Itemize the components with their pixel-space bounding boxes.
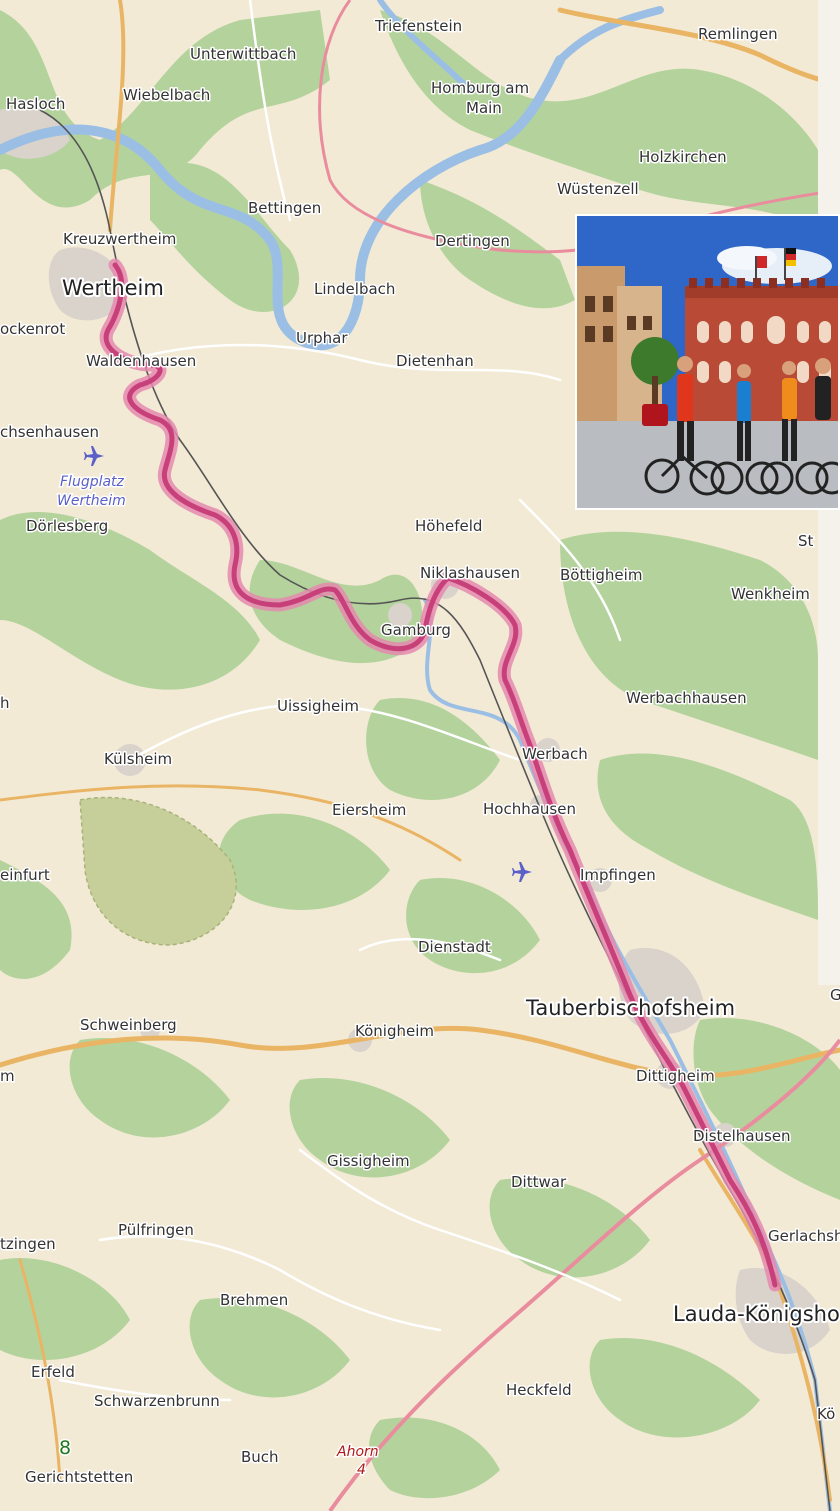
- nature-reserve: [79, 796, 237, 946]
- place-puelfringen: Pülfringen: [118, 1221, 194, 1239]
- place-niklashausen: Niklashausen: [420, 564, 520, 582]
- place-hoehefeld: Höhefeld: [415, 517, 482, 535]
- place-gerichtstetten: Gerichtstetten: [25, 1468, 133, 1486]
- place-homburg-line1: Homburg am: [431, 79, 529, 97]
- place-bettingen: Bettingen: [248, 199, 321, 217]
- place-g-partial: G: [830, 986, 840, 1004]
- place-unterwittbach: Unterwittbach: [190, 45, 296, 63]
- place-urphar: Urphar: [296, 329, 348, 347]
- place-triefenstein: Triefenstein: [374, 17, 462, 35]
- motorway: [328, 1038, 840, 1511]
- place-einfurt: einfurt: [0, 866, 50, 884]
- place-kreuzwertheim: Kreuzwertheim: [63, 230, 176, 248]
- place-remlingen: Remlingen: [698, 25, 778, 43]
- place-labels: Triefenstein Remlingen Unterwittbach Has…: [0, 16, 840, 1488]
- place-wuestenzell: Wüstenzell: [557, 180, 639, 198]
- photo-illustration: [577, 216, 838, 508]
- place-distelhausen: Distelhausen: [693, 1127, 791, 1145]
- place-dittigheim: Dittigheim: [636, 1067, 715, 1085]
- place-tzingen: tzingen: [0, 1235, 56, 1253]
- place-doerlesberg: Dörlesberg: [26, 517, 108, 535]
- route-number: 8: [59, 1437, 71, 1459]
- place-waldenhausen: Waldenhausen: [86, 352, 196, 370]
- place-schweinberg: Schweinberg: [80, 1016, 177, 1034]
- town-wertheim: Wertheim: [62, 276, 164, 300]
- place-ockenrot: ockenrot: [0, 320, 65, 338]
- place-homburg-line2: Main: [466, 99, 502, 117]
- place-gamburg: Gamburg: [381, 621, 451, 639]
- town-tauberbischofsheim: Tauberbischofsheim: [525, 996, 735, 1020]
- place-koe-partial: Kö: [817, 1405, 835, 1423]
- place-st-partial: St: [798, 532, 814, 550]
- place-wenkheim: Wenkheim: [731, 585, 810, 603]
- place-hasloch: Hasloch: [6, 95, 65, 113]
- place-m-partial: m: [0, 1067, 15, 1085]
- town-labels: Wertheim Tauberbischofsheim Lauda-Königs…: [60, 274, 840, 1328]
- place-dienstadt: Dienstadt: [418, 938, 491, 956]
- place-kuelsheim: Külsheim: [104, 750, 172, 768]
- place-h-partial: h: [0, 694, 10, 712]
- place-gerlachsheim: Gerlachsh: [768, 1227, 840, 1245]
- place-werbach: Werbach: [522, 745, 588, 763]
- place-buch: Buch: [241, 1448, 279, 1466]
- photo-cyclists-town-hall: [575, 214, 840, 510]
- place-erfeld: Erfeld: [31, 1363, 75, 1381]
- road-label-line1: Ahorn: [336, 1444, 379, 1460]
- place-lindelbach: Lindelbach: [314, 280, 395, 298]
- place-koenigheim: Königheim: [355, 1022, 434, 1040]
- place-schwarzenbrunn: Schwarzenbrunn: [94, 1392, 220, 1410]
- place-dertingen: Dertingen: [435, 232, 510, 250]
- place-gissigheim: Gissigheim: [327, 1152, 410, 1170]
- place-impfingen: Impfingen: [580, 866, 656, 884]
- place-dietenhan: Dietenhan: [396, 352, 474, 370]
- place-wiebelbach: Wiebelbach: [123, 86, 210, 104]
- airfield-label-line2: Wertheim: [57, 493, 126, 509]
- place-heckfeld: Heckfeld: [506, 1381, 572, 1399]
- place-boettigheim: Böttigheim: [560, 566, 642, 584]
- place-hochhausen: Hochhausen: [483, 800, 576, 818]
- railway: [39, 109, 831, 1511]
- place-brehmen: Brehmen: [220, 1291, 288, 1309]
- town-lauda-koenigshofen: Lauda-Königsho: [673, 1302, 840, 1326]
- place-dittwar: Dittwar: [511, 1173, 567, 1191]
- airfield-icon-impfingen: [512, 862, 532, 882]
- place-uissigheim: Uissigheim: [277, 697, 359, 715]
- forest-areas: [0, 10, 840, 1499]
- airfield-label-line1: Flugplatz: [60, 474, 125, 490]
- airport-icon: [84, 446, 104, 466]
- place-eiersheim: Eiersheim: [332, 801, 406, 819]
- place-holzkirchen: Holzkirchen: [639, 148, 727, 166]
- road-label-line2: 4: [357, 1462, 366, 1478]
- cycle-route: [103, 262, 778, 1288]
- minor-roads: [58, 0, 622, 1402]
- place-werbachhausen: Werbachhausen: [626, 689, 747, 707]
- place-sachsenhausen: chsenhausen: [0, 423, 99, 441]
